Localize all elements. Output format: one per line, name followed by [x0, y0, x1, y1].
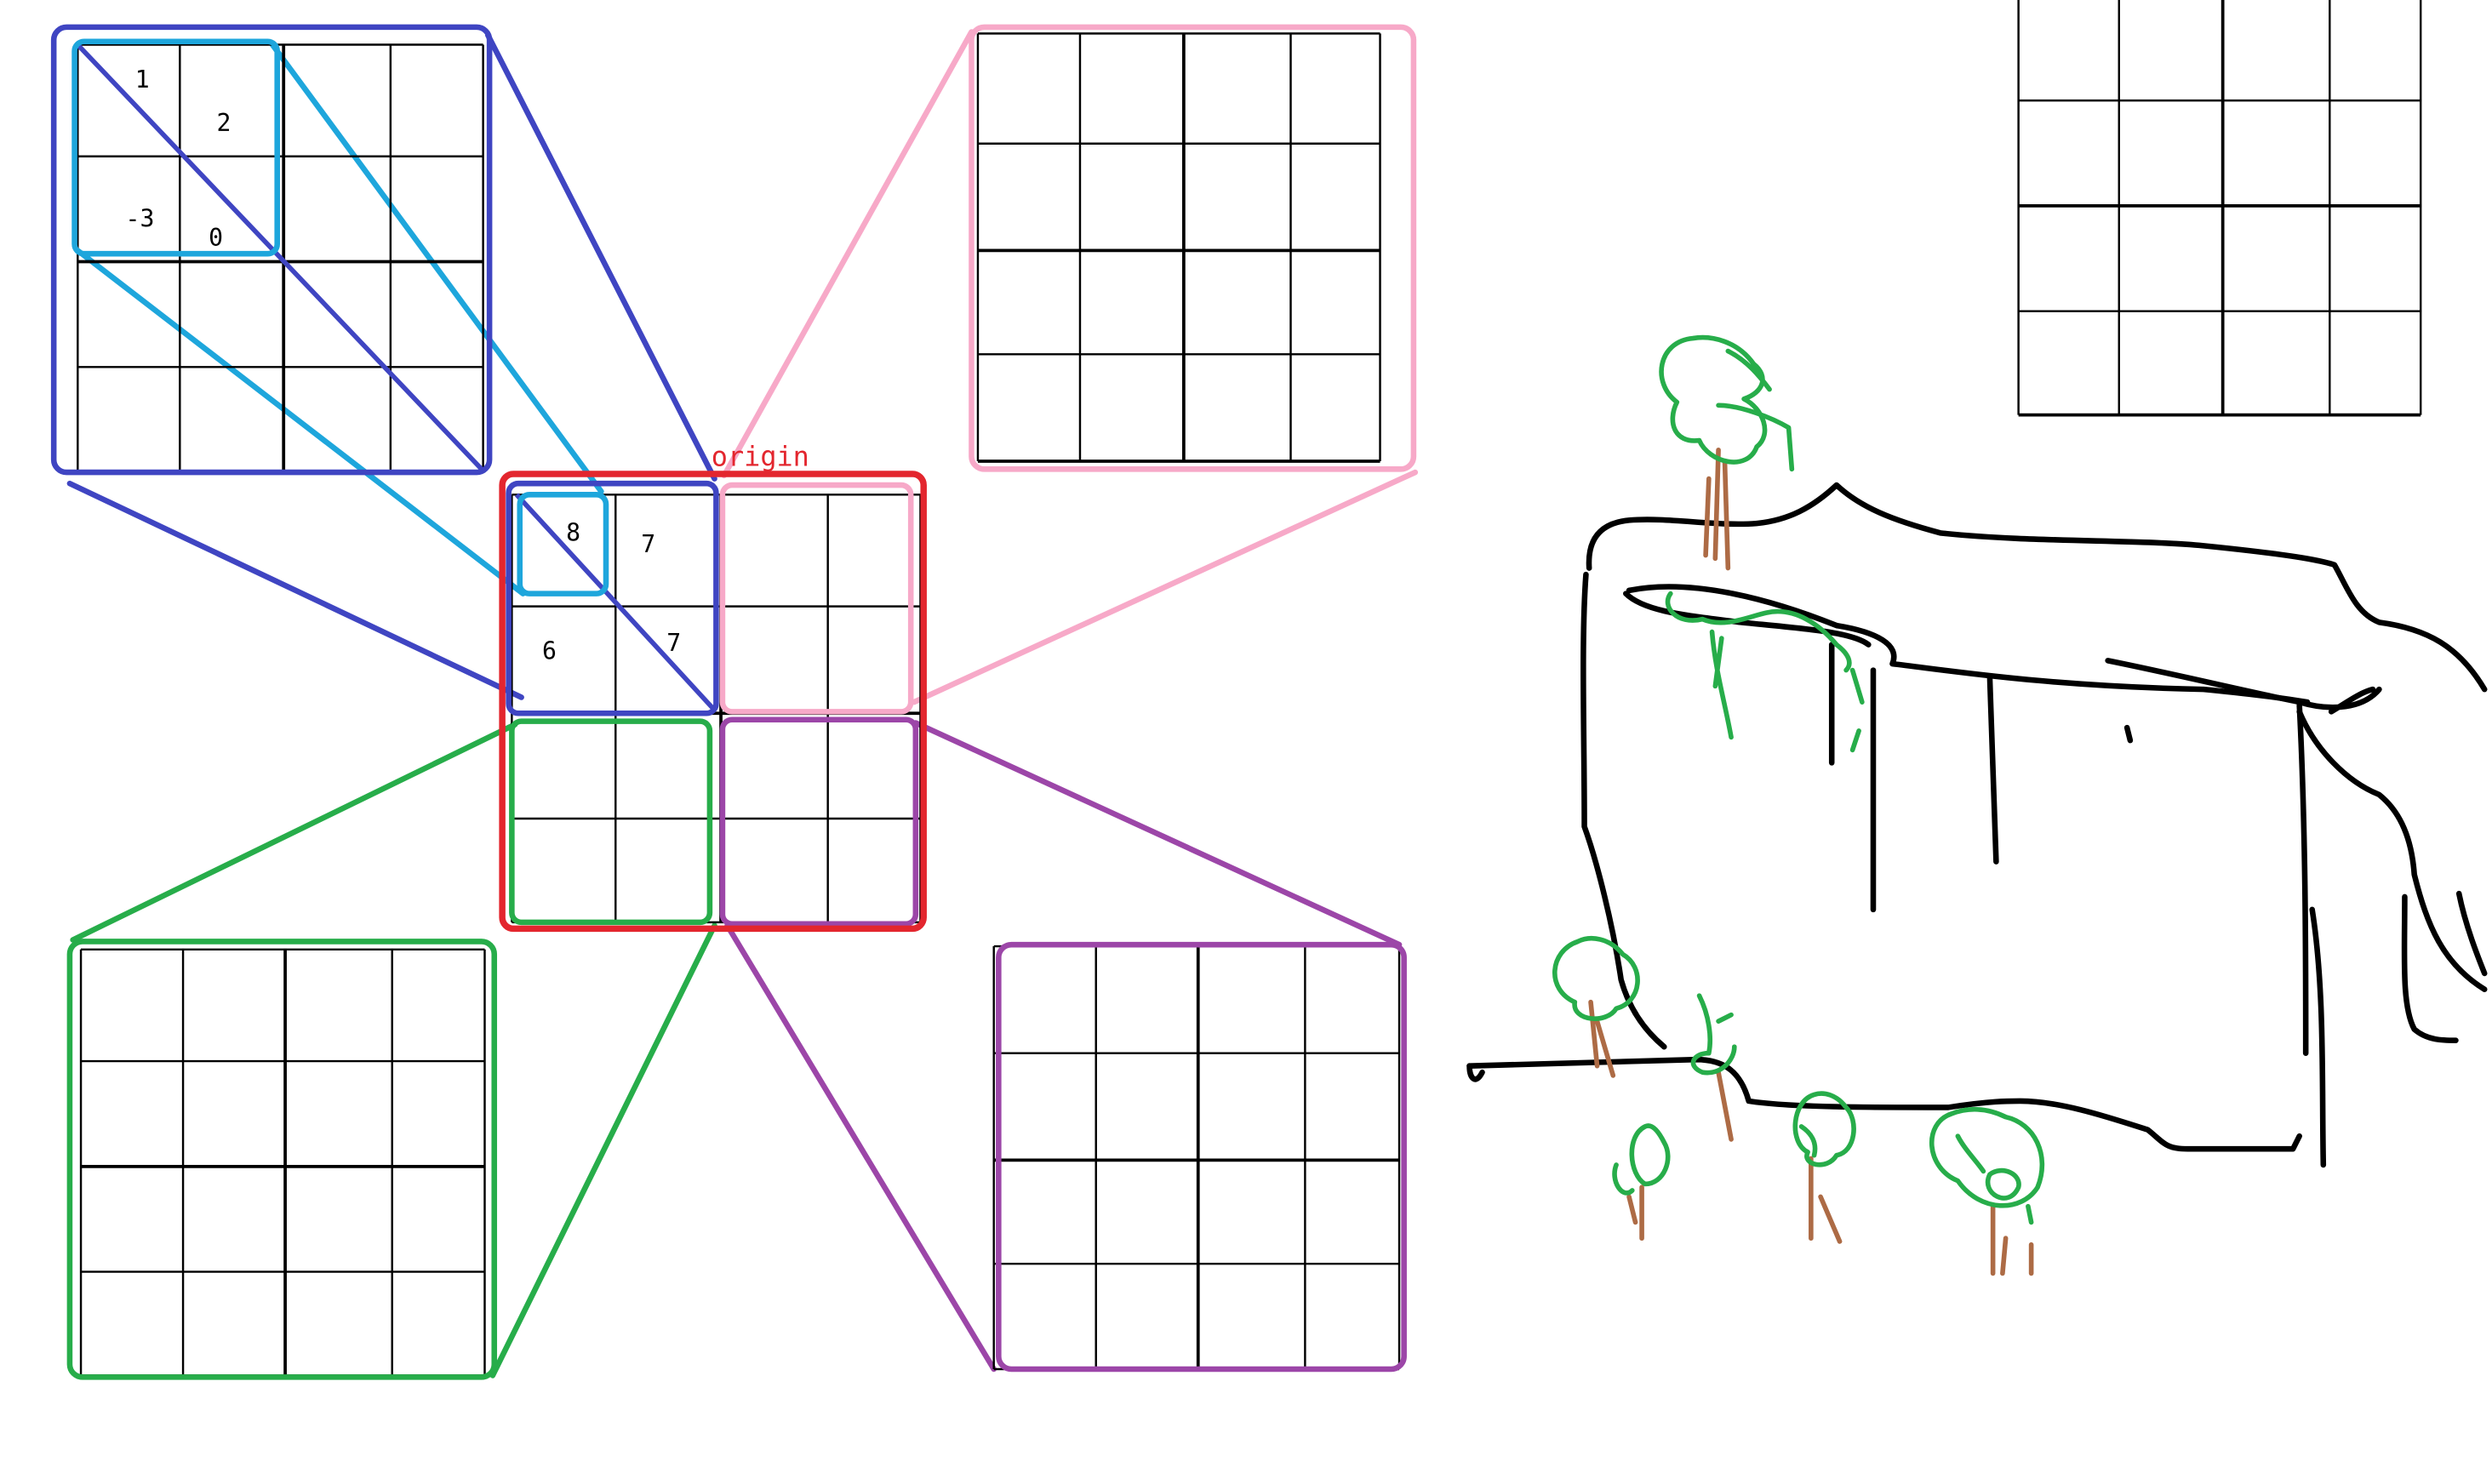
tree-trunk — [1990, 1203, 2034, 1276]
navy-quadrant-box — [506, 480, 719, 716]
cliff-face-line-3 — [1986, 673, 1999, 865]
cell-value: 7 — [641, 530, 655, 558]
navy-frame — [50, 24, 493, 476]
zoom-grid-top-pink — [969, 24, 1417, 472]
diagonal-line — [514, 493, 717, 712]
cyan-cell-box — [517, 492, 609, 596]
trees — [1552, 334, 2045, 1276]
cyan-connector-top — [269, 42, 604, 494]
grid-lines — [976, 32, 1381, 463]
cliff-face-line-5 — [2309, 906, 2327, 1168]
origin-grid: origin 8 7 6 7 — [499, 441, 927, 933]
tree-top — [1659, 334, 1795, 571]
navy-connector-bottom — [66, 480, 524, 700]
cliff-top-outline — [1586, 482, 2488, 693]
tree-foliage — [1612, 1123, 1671, 1196]
purple-quadrant-box — [719, 716, 919, 928]
tree-trunk — [1809, 1156, 1843, 1244]
zoom-grid-bottom-purple — [992, 941, 1407, 1373]
green-quadrant-box — [509, 718, 713, 926]
ledge-lip — [1623, 591, 1872, 648]
far-right-edge — [2455, 890, 2488, 977]
pink-connector-top — [721, 29, 975, 479]
grid-lines — [992, 945, 1401, 1371]
connector-lines — [66, 29, 1419, 1378]
origin-label: origin — [712, 441, 809, 473]
purple-connector-top — [912, 720, 1403, 948]
cliff-sketch — [1466, 482, 2488, 1168]
right-branch — [2328, 686, 2376, 715]
diagonal-line — [76, 43, 485, 473]
tree-left — [1552, 936, 1640, 1078]
tree-trunk — [1703, 448, 1731, 571]
tree-foliage — [1659, 334, 1795, 472]
cell-value: 1 — [135, 66, 150, 94]
zoom-grid-top-left: 1 2 -3 0 — [50, 24, 493, 476]
zoom-grid-bottom-green — [66, 939, 498, 1380]
cliff-back-edge — [2105, 658, 2382, 711]
cell-value: 8 — [566, 519, 580, 547]
tree-trunk — [1588, 999, 1616, 1078]
tree-foliage — [1665, 591, 1865, 753]
tree-bottom-left — [1612, 1123, 1671, 1241]
pink-connector-bottom — [911, 469, 1419, 705]
cell-value: 2 — [216, 109, 231, 137]
cliff-ledge — [1626, 584, 2311, 705]
tree-trunk — [1716, 1070, 1734, 1142]
tree-foliage — [1690, 993, 1737, 1076]
cell-value: 6 — [542, 636, 557, 665]
tree-mid-left — [1690, 993, 1737, 1142]
cell-value: 7 — [666, 629, 681, 657]
tree-foliage — [1929, 1106, 2045, 1225]
cell-value: 0 — [209, 224, 223, 252]
cyan-connector-bottom — [75, 248, 526, 596]
right-rock-face — [2296, 709, 2488, 992]
tree-foliage — [1552, 936, 1640, 1021]
green-frame — [66, 939, 498, 1380]
cliff-face-line-4 — [2296, 702, 2309, 1056]
zoom-grid-top-right — [2017, 0, 2422, 417]
green-connector-left — [70, 722, 518, 943]
cliff-left-face — [1580, 571, 1667, 1050]
crack-mark — [2123, 724, 2134, 744]
tree-foliage — [1792, 1091, 1856, 1167]
grid-lines — [79, 948, 486, 1377]
purple-connector-bottom — [724, 922, 997, 1373]
navy-connector-top — [484, 31, 717, 482]
ground-line-left — [1466, 1056, 2302, 1152]
tree-bottom-mid — [1792, 1091, 1856, 1244]
cell-value: -3 — [126, 204, 155, 232]
tree-trunk — [1626, 1184, 1644, 1241]
ground-line-tick — [1466, 1063, 1485, 1082]
right-rock-inner — [2401, 893, 2459, 1043]
pink-frame — [969, 24, 1417, 472]
red-origin-frame — [499, 471, 927, 933]
purple-frame — [996, 941, 1407, 1373]
pink-quadrant-box — [719, 482, 914, 715]
tree-ledge — [1665, 591, 1865, 753]
green-connector-right — [489, 922, 717, 1378]
cyan-highlight-box — [71, 38, 280, 257]
tree-bottom-right — [1929, 1106, 2045, 1276]
